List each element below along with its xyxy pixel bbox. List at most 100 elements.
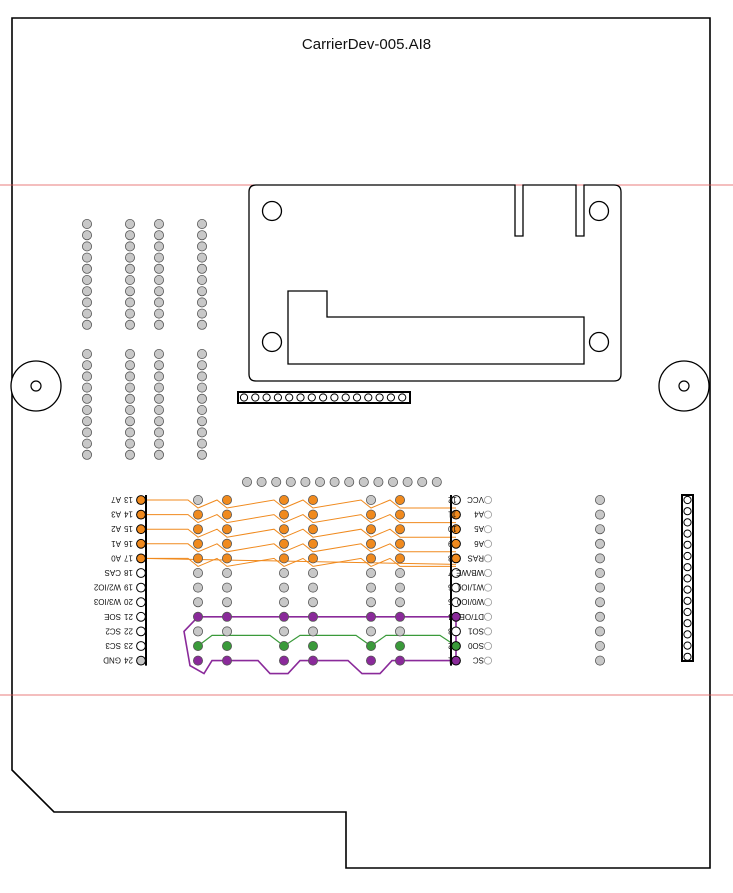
pin-header-horizontal	[237, 391, 411, 404]
svg-text:19: 19	[124, 583, 133, 592]
header-pin	[262, 393, 271, 402]
chip-pin-left	[136, 568, 146, 578]
trace-address	[141, 543, 456, 553]
chip-pad	[221, 611, 232, 622]
mounting-hole-icon	[10, 360, 62, 412]
pin-label-right: SC	[473, 656, 484, 665]
svg-text:SC2: SC2	[105, 626, 121, 635]
chip-pad	[278, 494, 289, 505]
svg-text:11: 11	[447, 510, 456, 519]
pad	[373, 476, 384, 487]
pad	[82, 308, 93, 319]
svg-text:SC: SC	[473, 656, 484, 665]
chip-pad	[394, 568, 405, 579]
header-pin	[683, 507, 692, 516]
pin-number-right: 12	[447, 495, 456, 504]
test-point	[483, 598, 492, 607]
pad	[256, 476, 267, 487]
header-pin	[683, 619, 692, 628]
pad	[153, 263, 164, 274]
pad	[125, 449, 136, 460]
chip-pad	[192, 494, 203, 505]
trace-control	[183, 616, 457, 675]
header-pins	[239, 393, 407, 402]
pad	[82, 252, 93, 263]
trace-address	[141, 514, 456, 524]
svg-text:15: 15	[124, 524, 133, 533]
header-pin	[352, 393, 362, 402]
pin-number-left: 23	[124, 641, 133, 650]
chip-pad	[365, 641, 376, 652]
pad	[196, 348, 207, 359]
svg-text:6: 6	[447, 583, 452, 592]
svg-text:W1/IO1: W1/IO1	[456, 583, 484, 592]
pad	[196, 382, 207, 393]
pad	[196, 360, 207, 371]
pad	[82, 404, 93, 415]
svg-text:A0: A0	[111, 553, 121, 562]
pin-label-right: SO0	[467, 641, 484, 650]
chip-pad	[394, 553, 405, 564]
pin-number-left: 21	[124, 612, 133, 621]
pad	[125, 218, 136, 229]
svg-text:A6: A6	[474, 539, 484, 548]
pin-label-right: WB/WE	[456, 568, 484, 577]
pad	[358, 476, 369, 487]
chip-pad	[192, 509, 203, 520]
pin-number-left: 19	[124, 583, 133, 592]
pad	[125, 263, 136, 274]
chip-pad	[192, 597, 203, 608]
pad	[82, 286, 93, 297]
test-point	[483, 642, 492, 651]
chip-pad	[307, 611, 318, 622]
chip-pad	[307, 538, 318, 549]
pad	[82, 218, 93, 229]
chip-pad	[221, 509, 232, 520]
trace-serial	[197, 634, 457, 647]
pad	[125, 297, 136, 308]
pad	[153, 308, 164, 319]
pin-number-left: 14	[124, 510, 133, 519]
chip-pad	[365, 553, 376, 564]
pad	[153, 286, 164, 297]
pin-label-right: A4	[474, 510, 484, 519]
chip-pad	[365, 626, 376, 637]
header-pin	[683, 574, 692, 583]
pad	[153, 297, 164, 308]
chip-pad	[278, 611, 289, 622]
chip-pad	[307, 597, 318, 608]
pad	[196, 427, 207, 438]
test-point	[483, 510, 492, 519]
pad	[82, 297, 93, 308]
chip-pad	[394, 611, 405, 622]
chip-pad	[365, 597, 376, 608]
pin-number-right: 2	[447, 641, 452, 650]
chip-pin-left	[136, 626, 146, 637]
pin-label-left: A1	[111, 539, 121, 548]
chip-pin-left	[136, 524, 146, 535]
chip-pin-left	[136, 582, 146, 593]
pin-label-left: CAS	[105, 568, 121, 577]
pad	[196, 274, 207, 285]
svg-text:7: 7	[447, 568, 452, 577]
svg-text:10: 10	[447, 524, 456, 533]
module-outline	[248, 184, 622, 382]
pad	[125, 382, 136, 393]
pad	[153, 252, 164, 263]
svg-text:21: 21	[124, 612, 133, 621]
chip-pad	[221, 524, 232, 535]
header-pin	[319, 393, 328, 402]
pin-number-right: 4	[447, 612, 452, 621]
pin-label-right: W1/IO1	[456, 583, 484, 592]
chip-pad	[394, 509, 405, 520]
chip-pad	[307, 626, 318, 637]
chip-pad	[365, 538, 376, 549]
svg-text:4: 4	[447, 612, 452, 621]
pad	[595, 553, 606, 564]
pad	[153, 427, 164, 438]
pad	[82, 319, 93, 330]
pin-number-right: 6	[447, 583, 452, 592]
pad	[153, 404, 164, 415]
pad	[125, 241, 136, 252]
